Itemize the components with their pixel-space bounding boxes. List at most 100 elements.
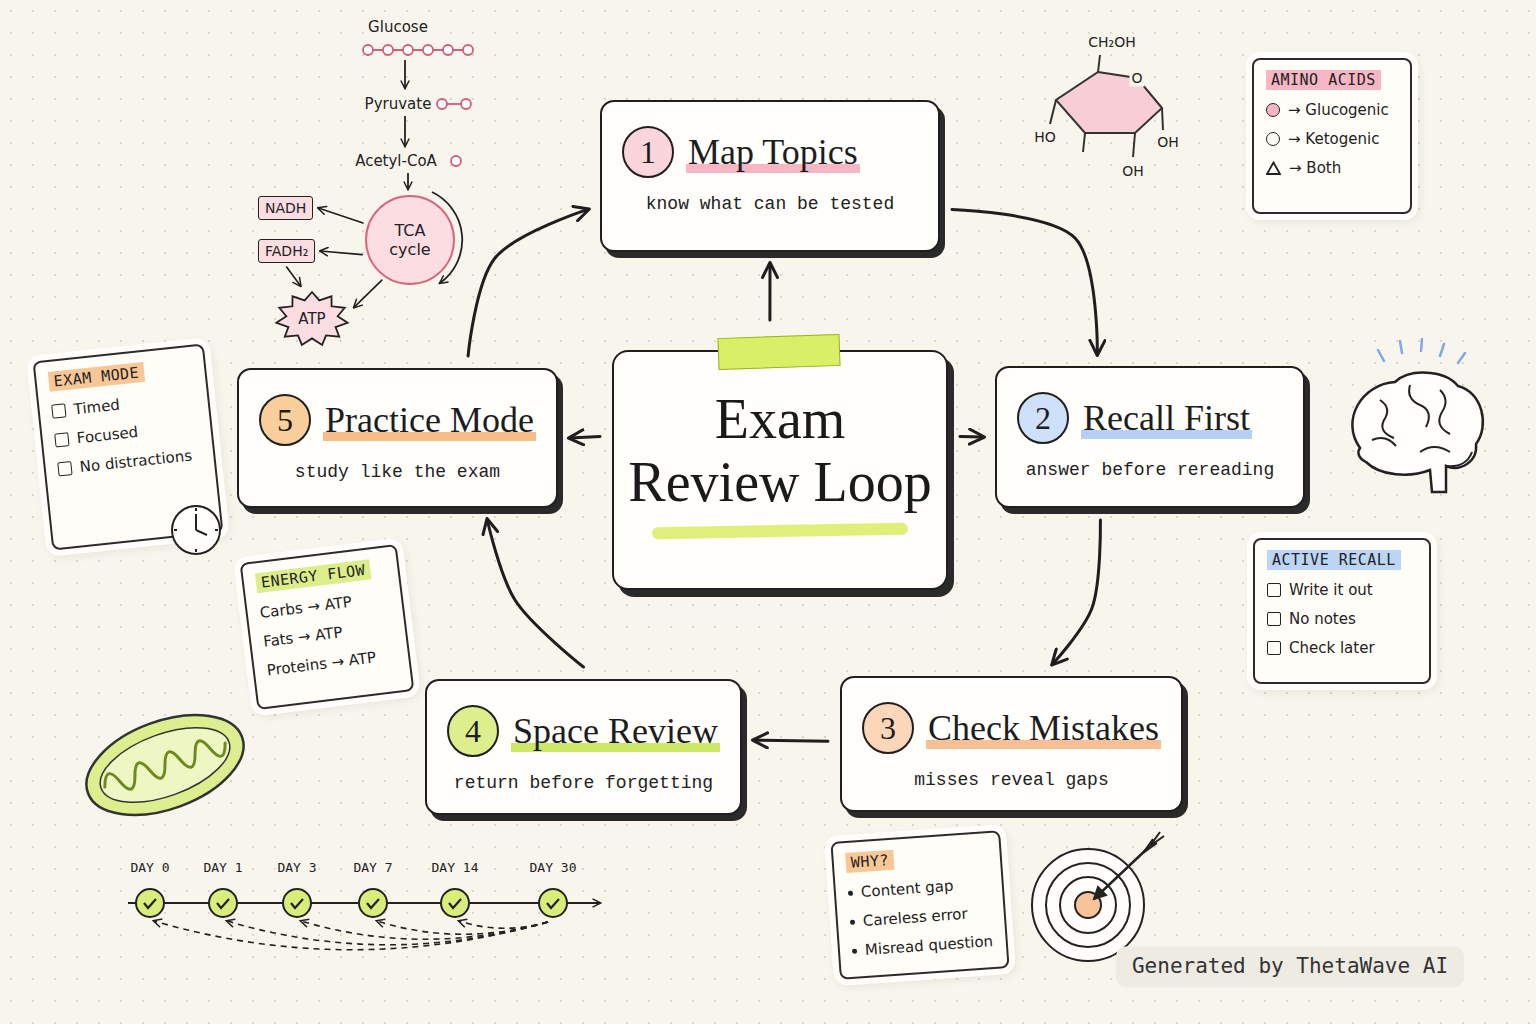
- glucose-ring-part: [1162, 108, 1163, 130]
- pathway-arrows-part: [407, 173, 409, 189]
- flow-arrow: [952, 209, 1097, 354]
- glucose-chain-part: [461, 99, 471, 109]
- glucose-ring-part: [1098, 55, 1100, 72]
- flow-arrow: [468, 209, 588, 356]
- flow-arrow: [487, 520, 583, 667]
- step-title: Check Mistakes: [926, 702, 1161, 754]
- glucose-ring-part: [1083, 133, 1085, 152]
- brain-icon-part: [1372, 385, 1472, 466]
- step-title: Practice Mode: [323, 394, 536, 446]
- mitochondrion-part: [73, 696, 257, 835]
- card-item: Write it out: [1267, 581, 1417, 599]
- step-number: 2: [1017, 392, 1069, 444]
- clock-icon-part: [174, 508, 218, 552]
- target-icon-part: [1094, 887, 1106, 899]
- target-icon-part: [1032, 849, 1144, 961]
- step-number: 5: [259, 394, 311, 446]
- glucose-ring: [1050, 55, 1163, 157]
- brain-icon-part: [1378, 339, 1465, 363]
- note-card: ENERGY FLOWCarbs → ATPFats → ATPProteins…: [240, 544, 415, 710]
- spacing-timeline-part-part: [227, 921, 548, 945]
- step-number: 1: [622, 126, 674, 178]
- glucose-chain-part: [437, 99, 447, 109]
- spacing-timeline-part-part: [209, 889, 237, 917]
- note-card: AMINO ACIDS→ Glucogenic→ Ketogenic→ Both: [1252, 58, 1412, 214]
- step-title: Map Topics: [686, 126, 860, 178]
- card-heading: EXAM MODE: [48, 362, 145, 392]
- note-card: ACTIVE RECALLWrite it outNo notesCheck l…: [1253, 538, 1431, 684]
- card-item: No distractions: [57, 445, 202, 478]
- clock-icon-part: [172, 506, 220, 554]
- target-icon-part: [1094, 846, 1150, 899]
- node-text: TCA cycle: [382, 221, 438, 259]
- number-text: 4: [465, 715, 481, 747]
- cycle-circle: TCA cycle: [365, 195, 455, 285]
- day-label: DAY 1: [201, 860, 244, 876]
- card-heading: ACTIVE RECALL: [1267, 550, 1401, 570]
- spacing-timeline-part-part: [283, 889, 311, 917]
- node-text: NADH: [265, 200, 306, 216]
- step-box: Map Topicsknow what can be tested1: [600, 100, 940, 252]
- ketogenic-mark: [1266, 132, 1280, 146]
- mitochondrion-part: [90, 713, 239, 818]
- day-label: DAY 3: [275, 860, 318, 876]
- card-item: Misread question: [851, 932, 994, 960]
- glucogenic-mark: [1266, 103, 1280, 117]
- step-subtitle: misses reveal gaps: [862, 770, 1161, 790]
- flow-arrow: [754, 740, 828, 741]
- highlight-stroke: [652, 523, 908, 539]
- brain-icon-part: [1352, 373, 1483, 492]
- step-box: Practice Mode study like the exam 5: [237, 368, 558, 508]
- spacing-timeline-part-part: [301, 921, 548, 939]
- bullet: [850, 919, 855, 924]
- molecule-label: Acetyl-CoA: [353, 152, 439, 170]
- glucose-chain-part: [363, 45, 373, 55]
- clock-icon: [172, 506, 220, 554]
- glucose-chain-part: [463, 45, 473, 55]
- molecule-label: CH₂OH: [1086, 34, 1137, 51]
- molecule-label: HO: [1032, 129, 1058, 146]
- brain-icon: [1352, 339, 1483, 492]
- pathway-arrow: [287, 267, 301, 286]
- node-text: FADH₂: [265, 243, 308, 259]
- flow-arrow: [1053, 520, 1101, 664]
- glucose-chain-part: [403, 45, 413, 55]
- number-text: 1: [640, 136, 656, 168]
- spacing-timeline-part-part: [459, 921, 548, 928]
- checkbox: [57, 461, 72, 476]
- glucose-chain-part: [423, 45, 433, 55]
- target-icon-part: [1143, 832, 1164, 853]
- card-text: Check later: [1289, 639, 1375, 657]
- card-item: Timed: [51, 388, 196, 421]
- card-item: Fats → ATP: [262, 617, 393, 651]
- card-text: No distractions: [79, 446, 193, 476]
- card-item: Carbs → ATP: [259, 588, 390, 622]
- mitochondrion: [73, 696, 257, 835]
- card-text: Misread question: [864, 932, 993, 959]
- molecule-label: Glucose: [366, 18, 430, 36]
- step-subtitle: return before forgetting: [447, 773, 720, 793]
- card-heading: AMINO ACIDS: [1266, 70, 1381, 90]
- molecule-tag: NADH: [258, 196, 313, 220]
- step-subtitle: study like the exam: [259, 462, 536, 482]
- pathway-arrow: [320, 251, 362, 255]
- step-subtitle: answer before rereading: [1017, 460, 1283, 480]
- glucose-chain: [363, 45, 473, 166]
- day-label: DAY 30: [528, 860, 579, 876]
- starburst-outline: [276, 292, 347, 345]
- step-box: Recall Firstanswer before rereading2: [995, 366, 1305, 508]
- card-item: Focused: [54, 417, 199, 450]
- card-text: → Both: [1289, 159, 1341, 177]
- card-text: Careless error: [862, 905, 968, 930]
- spacing-timeline-part: [154, 921, 548, 950]
- pathway-arrow: [318, 208, 363, 223]
- pathway-arrows-part: [404, 116, 406, 146]
- checkbox: [51, 403, 66, 418]
- spacing-timeline-part-part: [136, 889, 164, 917]
- flow-arrow: [768, 264, 771, 320]
- checkbox: [1267, 583, 1281, 597]
- day-label: DAY 0: [128, 860, 171, 876]
- card-text: → Ketogenic: [1288, 130, 1379, 148]
- flow-arrow: [570, 436, 600, 438]
- card-text: Fats → ATP: [262, 623, 343, 651]
